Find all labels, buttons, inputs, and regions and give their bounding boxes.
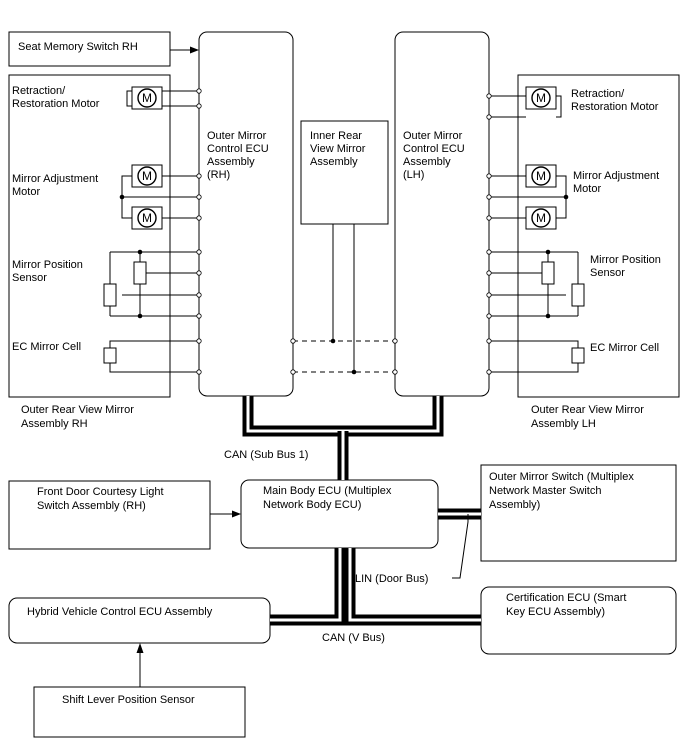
hybrid-ecu-label: Hybrid Vehicle Control ECU Assembly <box>27 606 213 618</box>
svg-text:M: M <box>536 169 546 183</box>
hybrid-ecu-box <box>8 597 271 644</box>
courtesy-switch-arrow <box>210 510 241 518</box>
svg-text:M: M <box>142 91 152 105</box>
outer-ecu-rh-label: Outer Mirror Control ECU Assembly (RH) <box>207 130 272 181</box>
seat-memory-switch-box <box>8 31 171 67</box>
ecu-terminals <box>196 88 492 375</box>
retraction-motor-lh: M <box>525 86 557 110</box>
outer-rear-mirror-lh-box <box>517 74 680 398</box>
front-door-courtesy-box <box>8 480 211 550</box>
can-v-bus-label: CAN (V Bus) <box>322 632 385 644</box>
retraction-motor-rh-label: Retraction/ Restoration Motor <box>12 85 100 110</box>
outer-rear-mirror-rh-label: Outer Rear View Mirror Assembly RH <box>21 404 137 430</box>
ec-mirror-link-lines <box>293 224 395 375</box>
shift-lever-sensor-label: Shift Lever Position Sensor <box>62 694 195 706</box>
lin-door-bus-line <box>438 508 481 579</box>
inner-mirror-label: Inner Rear View Mirror Assembly <box>310 130 368 168</box>
outer-ecu-lh-box <box>394 31 490 397</box>
svg-text:M: M <box>536 91 546 105</box>
ec-cell-rh-symbol <box>103 347 117 364</box>
ec-cell-rh-label: EC Mirror Cell <box>12 341 81 353</box>
main-body-ecu-label: Main Body ECU (Multiplex Network Body EC… <box>263 485 394 511</box>
lin-door-bus-label: LIN (Door Bus) <box>355 573 428 585</box>
outer-ecu-rh-box <box>198 31 294 397</box>
adjustment-motor-rh-label: Mirror Adjustment Motor <box>12 173 101 198</box>
shift-sensor-arrow <box>136 643 144 687</box>
position-sensor-rh-resistor-lower <box>103 283 117 307</box>
adjustment-motor-rh-upper: M <box>131 164 163 188</box>
inner-mirror-box <box>300 120 389 225</box>
position-sensor-lh-resistor-upper <box>541 261 555 285</box>
position-sensor-lh-resistor-lower <box>571 283 585 307</box>
front-door-courtesy-label: Front Door Courtesy Light Switch Assembl… <box>37 486 167 512</box>
retraction-motor-rh: M <box>131 86 163 110</box>
ec-cell-lh-label: EC Mirror Cell <box>590 342 659 354</box>
position-sensor-rh-label: Mirror Position Sensor <box>12 259 86 284</box>
adjustment-motor-lh-lower: M <box>525 206 557 230</box>
outer-rear-mirror-lh-label: Outer Rear View Mirror Assembly LH <box>531 404 647 430</box>
outer-ecu-lh-label: Outer Mirror Control ECU Assembly (LH) <box>403 130 468 181</box>
shift-lever-sensor-box <box>33 686 246 738</box>
seat-memory-switch-label: Seat Memory Switch RH <box>18 41 138 53</box>
svg-text:M: M <box>142 169 152 183</box>
adjustment-motor-rh-lower: M <box>131 206 163 230</box>
seat-switch-arrow <box>170 46 199 54</box>
outer-rear-mirror-rh-box <box>8 74 171 398</box>
adjustment-motor-lh-upper: M <box>525 164 557 188</box>
retraction-motor-lh-label: Retraction/ Restoration Motor <box>571 88 659 113</box>
svg-text:M: M <box>142 211 152 225</box>
ec-cell-lh-symbol <box>571 347 585 364</box>
certification-ecu-label: Certification ECU (Smart Key ECU Assembl… <box>506 592 629 618</box>
can-v-bus-lines <box>270 548 481 626</box>
can-sub-bus-label: CAN (Sub Bus 1) <box>224 449 308 461</box>
position-sensor-lh-label: Mirror Position Sensor <box>590 254 664 279</box>
svg-text:M: M <box>536 211 546 225</box>
junction-dots <box>119 194 569 319</box>
outer-mirror-switch-box <box>480 464 677 562</box>
outer-mirror-switch-label: Outer Mirror Switch (Multiplex Network M… <box>489 471 637 511</box>
lh-mirror-wiring <box>489 95 579 373</box>
adjustment-motor-lh-label: Mirror Adjustment Motor <box>573 170 662 195</box>
position-sensor-rh-resistor-upper <box>133 261 147 285</box>
can-sub-bus-lines <box>242 396 444 480</box>
